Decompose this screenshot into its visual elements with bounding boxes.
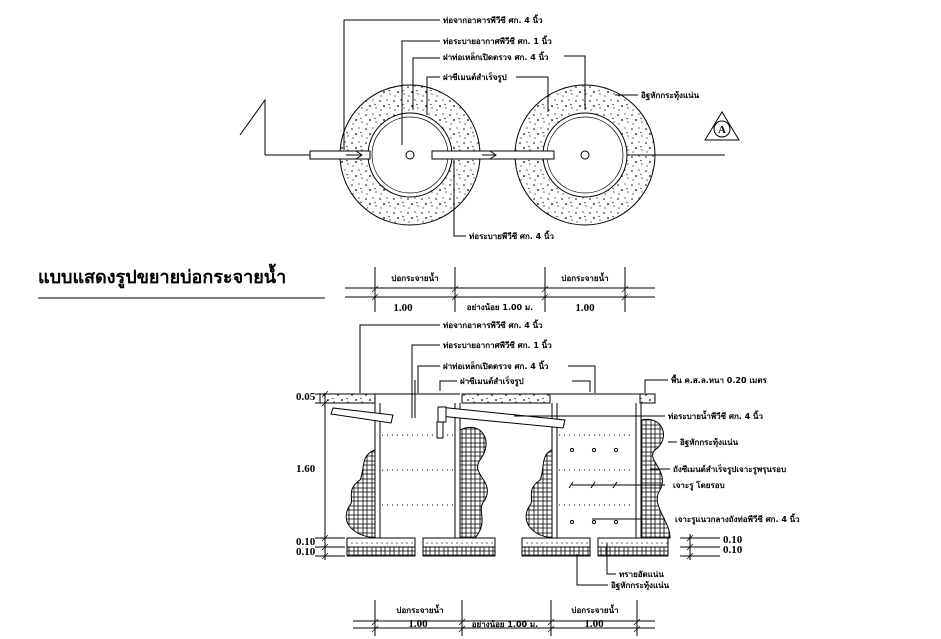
inlet-pipe: [309, 150, 371, 160]
section-label-drain-pipe: ท่อระบายน้ำพีวีซี ศก. 4 นิ้ว: [668, 410, 763, 421]
section-label-inlet-pipe: ท่อจากอาคารพีวีซี ศก. 4 นิ้ว: [443, 319, 543, 330]
dim-width-2: 1.00: [575, 302, 595, 314]
section-label-brick-bottom: อิฐหักกระทุ้งแน่น: [611, 580, 670, 591]
label-inlet-pipe: ท่อจากอาคารพีวีซี ศก. 4 นิ้ว: [443, 14, 543, 25]
section-label-inspection: ฝาท่อเหล็กเปิดตรวจ ศก. 4 นิ้ว: [443, 360, 549, 371]
dim-depth: 1.60: [296, 463, 316, 475]
top-dimension: บ่อกระจายน้ำ บ่อกระจายน้ำ 1.00 อย่างน้อย…: [345, 267, 655, 314]
label-brick: อิฐหักกระทุ้งแน่น: [641, 90, 700, 101]
connect-pipe-section: [438, 406, 566, 429]
brick-fill: [345, 449, 376, 539]
dim-right-1: 0.10: [723, 534, 743, 546]
bottom-dim-label-tank-2: บ่อกระจายน้ำ: [571, 604, 618, 615]
label-inspection: ฝาท่อเหล็กเปิดตรวจ ศก. 4 นิ้ว: [443, 51, 549, 62]
dim-label-tank-1: บ่อกระจายน้ำ: [391, 272, 438, 283]
bottom-dim-gap: อย่างน้อย 1.00 ม.: [472, 619, 538, 629]
label-connect-pipe: ท่อระบายพีวีซี ศก. 4 นิ้ว: [469, 230, 554, 241]
section-marker: [704, 111, 740, 141]
section-label-sand: ทรายอัดแน่น: [619, 570, 664, 579]
bottom-dim-width-2: 1.00: [584, 618, 604, 630]
dim-width-1: 1.00: [393, 302, 413, 314]
section-label-slab: พื้น ค.ส.ล.หนา 0.20 เมตร: [671, 374, 768, 385]
dim-label-tank-2: บ่อกระจายน้ำ: [561, 272, 608, 283]
section-label-cover: ฝาซีเมนต์สำเร็จรูป: [460, 375, 524, 387]
dim-slab: 0.05: [296, 391, 316, 403]
section-cut-marker-left: [239, 98, 266, 155]
dim-sand: 0.10: [296, 536, 316, 548]
section-marker-label: A: [718, 124, 726, 136]
bottom-dim-label-tank-1: บ่อกระจายน้ำ: [396, 604, 443, 615]
vent-pipe-section: [411, 380, 416, 418]
dim-right-2: 0.10: [723, 544, 743, 556]
inlet-pipe-section: [330, 407, 394, 424]
label-cover: ฝาซีเมนต์สำเร็จรูป: [443, 71, 507, 83]
bottom-slabs: [346, 537, 669, 557]
section-view: ท่อจากอาคารพีวีซี ศก. 4 นิ้ว ท่อระบายอาก…: [296, 319, 800, 591]
bottom-dimension: บ่อกระจายน้ำ บ่อกระจายน้ำ 1.00 อย่างน้อย…: [353, 600, 655, 636]
section-label-ring-2: เจาะรู โดยรอบ: [673, 480, 725, 491]
section-label-perforated: เจาะรูแนวกลางถังท่อพีวีซี ศก. 4 นิ้ว: [675, 513, 800, 525]
dim-gap: อย่างน้อย 1.00 ม.: [467, 302, 533, 312]
section-label-vent-pipe: ท่อระบายอากาศพีวีซี ศก. 1 นิ้ว: [443, 339, 552, 350]
drawing-title: แบบแสดงรูปขยายบ่อกระจายน้ำ: [38, 263, 286, 289]
bottom-dim-width-1: 1.00: [408, 618, 428, 630]
dim-brick: 0.10: [296, 546, 316, 558]
label-vent-pipe: ท่อระบายอากาศพีวีซี ศก. 1 นิ้ว: [443, 35, 552, 46]
perforations: [569, 447, 619, 525]
vent-pipe-icon: [405, 150, 415, 160]
section-label-brick: อิฐหักกระทุ้งแน่น: [680, 437, 739, 448]
plan-view: A ท่อจากอาคารพีวีซี ศก. 4 นิ้ว ท่อระบายอ…: [239, 14, 740, 241]
section-label-ring-1: ถังซีเมนต์สำเร็จรูปเจาะรูพรุนรอบ: [673, 463, 786, 475]
